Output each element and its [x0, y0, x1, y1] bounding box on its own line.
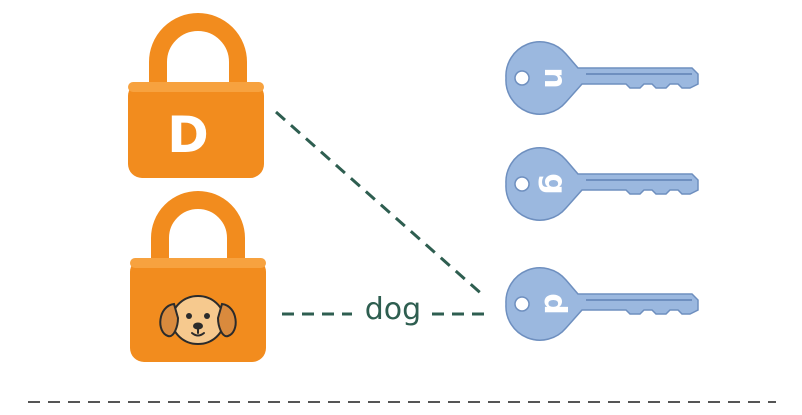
key-letter-d: d	[537, 293, 572, 315]
lock-shackle	[151, 191, 245, 275]
padlock-letter-d	[128, 13, 264, 178]
connector-line-diagonal	[275, 110, 485, 298]
lock-highlight	[128, 82, 264, 92]
key-letter-n: n	[537, 67, 572, 89]
key-d	[505, 267, 699, 341]
dog-face-icon	[159, 295, 237, 345]
lock-letter: D	[167, 106, 209, 164]
key-g	[505, 147, 699, 221]
key-letter-g: g	[537, 173, 572, 195]
padlock-dog	[130, 191, 266, 362]
lock-highlight	[130, 258, 266, 268]
lock-body	[128, 82, 264, 178]
key-n	[505, 41, 699, 115]
connector-label: dog	[364, 292, 422, 327]
lock-shackle	[149, 13, 247, 99]
